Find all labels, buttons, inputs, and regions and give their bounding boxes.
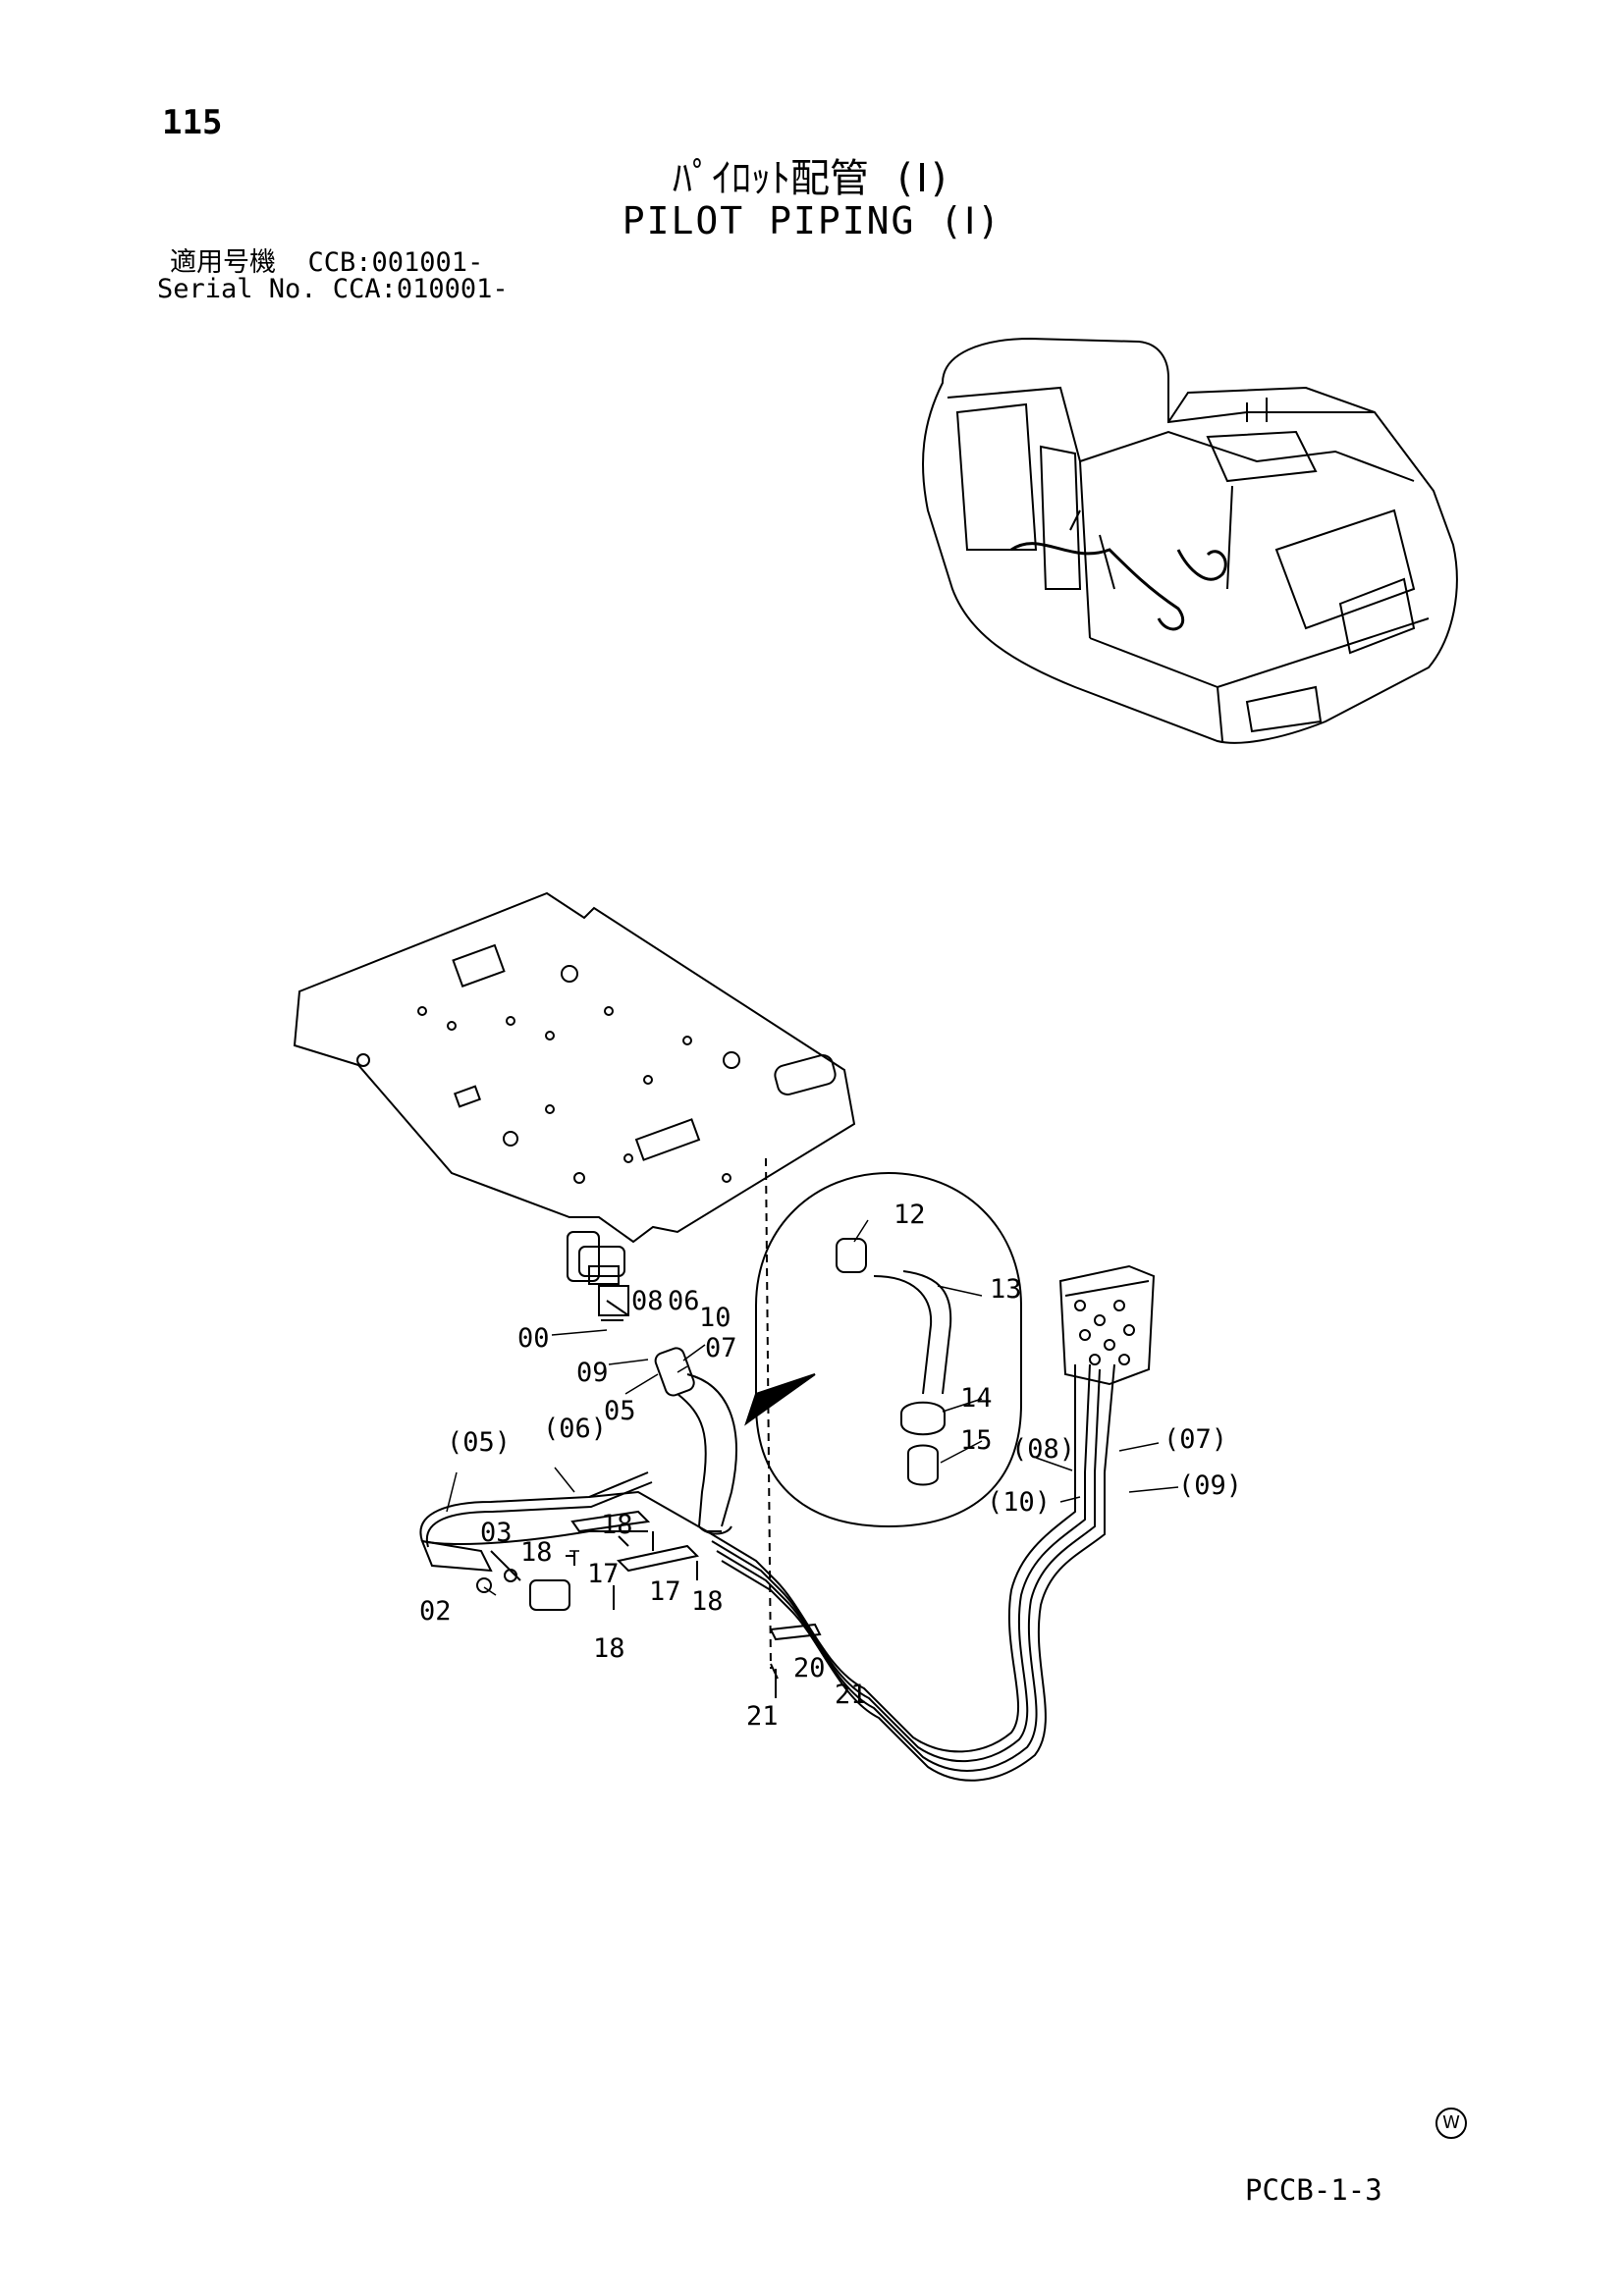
pilot-valve-assembly xyxy=(567,1231,737,1535)
callout-paren-07: (07) xyxy=(1164,1424,1227,1455)
callout-18: 18 xyxy=(601,1510,633,1540)
floor-plate xyxy=(293,891,856,1244)
callout-14: 14 xyxy=(960,1383,993,1414)
serial-applicability-english: Serial No. CCA:010001- xyxy=(157,274,509,304)
detail-inset xyxy=(744,1171,1022,1528)
control-valve-block xyxy=(1058,1264,1156,1386)
callout-leaders xyxy=(446,1219,1179,1596)
wear-part-mark: W xyxy=(1435,2108,1467,2139)
callout-10: 10 xyxy=(699,1303,731,1333)
callout-18c: 18 xyxy=(691,1586,724,1617)
callout-15: 15 xyxy=(960,1425,993,1456)
callout-17: 17 xyxy=(587,1559,620,1589)
callout-labels: 00 02 03 05 06 08 09 10 07 12 13 14 15 1… xyxy=(419,1200,1242,1732)
excavator-overview-illustration xyxy=(922,337,1458,744)
callout-paren-10: (10) xyxy=(987,1487,1051,1518)
callout-00: 00 xyxy=(517,1323,550,1354)
callout-07: 07 xyxy=(705,1333,737,1363)
pilot-hose-bundle xyxy=(419,1363,1115,1782)
callout-paren-08: (08) xyxy=(1011,1434,1075,1465)
serial-applicability-japanese: 適用号機 CCB:001001- xyxy=(170,247,484,278)
page-number: 115 xyxy=(162,103,223,142)
callout-paren-05: (05) xyxy=(447,1427,511,1458)
page-title-english: PILOT PIPING (Ⅰ) xyxy=(622,199,1002,242)
callout-08: 08 xyxy=(631,1286,664,1316)
callout-18d: 18 xyxy=(593,1633,625,1664)
callout-06: 06 xyxy=(668,1286,700,1316)
callout-17b: 17 xyxy=(649,1576,681,1607)
callout-paren-06: (06) xyxy=(543,1414,607,1444)
callout-paren-09: (09) xyxy=(1178,1470,1242,1501)
callout-02: 02 xyxy=(419,1596,452,1627)
callout-18b: 18 xyxy=(520,1537,553,1568)
callout-20: 20 xyxy=(793,1653,826,1683)
figure-code: PCCB-1-3 xyxy=(1245,2173,1382,2207)
callout-13: 13 xyxy=(990,1274,1022,1305)
callout-21b: 21 xyxy=(746,1701,779,1732)
callout-03: 03 xyxy=(480,1518,513,1548)
callout-21: 21 xyxy=(835,1680,867,1710)
callout-12: 12 xyxy=(893,1200,926,1230)
page-title-japanese: ﾊﾟｲﾛｯﾄ配管 (Ⅰ) xyxy=(672,156,952,201)
bracket-fittings xyxy=(420,1157,822,1698)
callout-09: 09 xyxy=(576,1358,609,1388)
callout-05: 05 xyxy=(604,1396,636,1426)
